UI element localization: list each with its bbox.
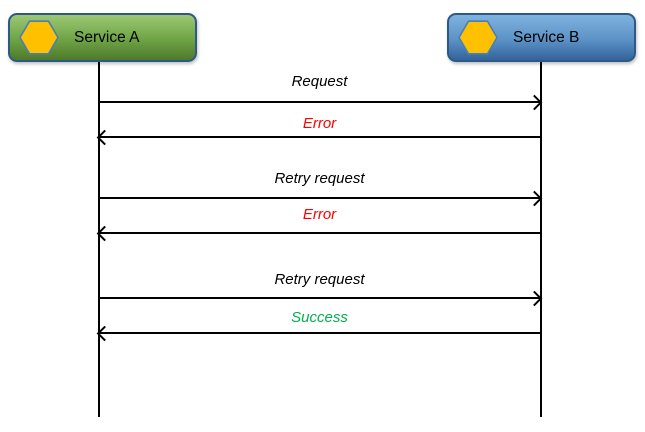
actor-box-service-a: Service A	[8, 13, 197, 62]
message-arrow-left	[99, 332, 540, 334]
hexagon-shape	[458, 20, 498, 55]
actor-label-service-b: Service B	[513, 28, 580, 46]
message-arrow-right	[99, 297, 540, 299]
hexagon-shape	[19, 20, 59, 55]
lifeline-service-b	[540, 62, 542, 417]
message-arrow-right	[99, 101, 540, 103]
actor-label-service-a: Service A	[74, 28, 140, 46]
lifeline-service-a	[98, 62, 100, 417]
message-label-retry-request: Retry request	[274, 271, 365, 288]
message-arrow-right	[99, 197, 540, 199]
message-label-success: Success	[291, 309, 348, 326]
message-label-error: Error	[302, 206, 337, 223]
message-arrow-left	[99, 232, 540, 234]
message-arrow-left	[99, 136, 540, 138]
message-label-request: Request	[291, 73, 348, 90]
hexagon-icon	[19, 20, 59, 55]
hexagon-icon	[458, 20, 498, 55]
message-label-error: Error	[302, 115, 337, 132]
message-label-retry-request: Retry request	[274, 170, 365, 187]
actor-box-service-b: Service B	[447, 13, 636, 62]
